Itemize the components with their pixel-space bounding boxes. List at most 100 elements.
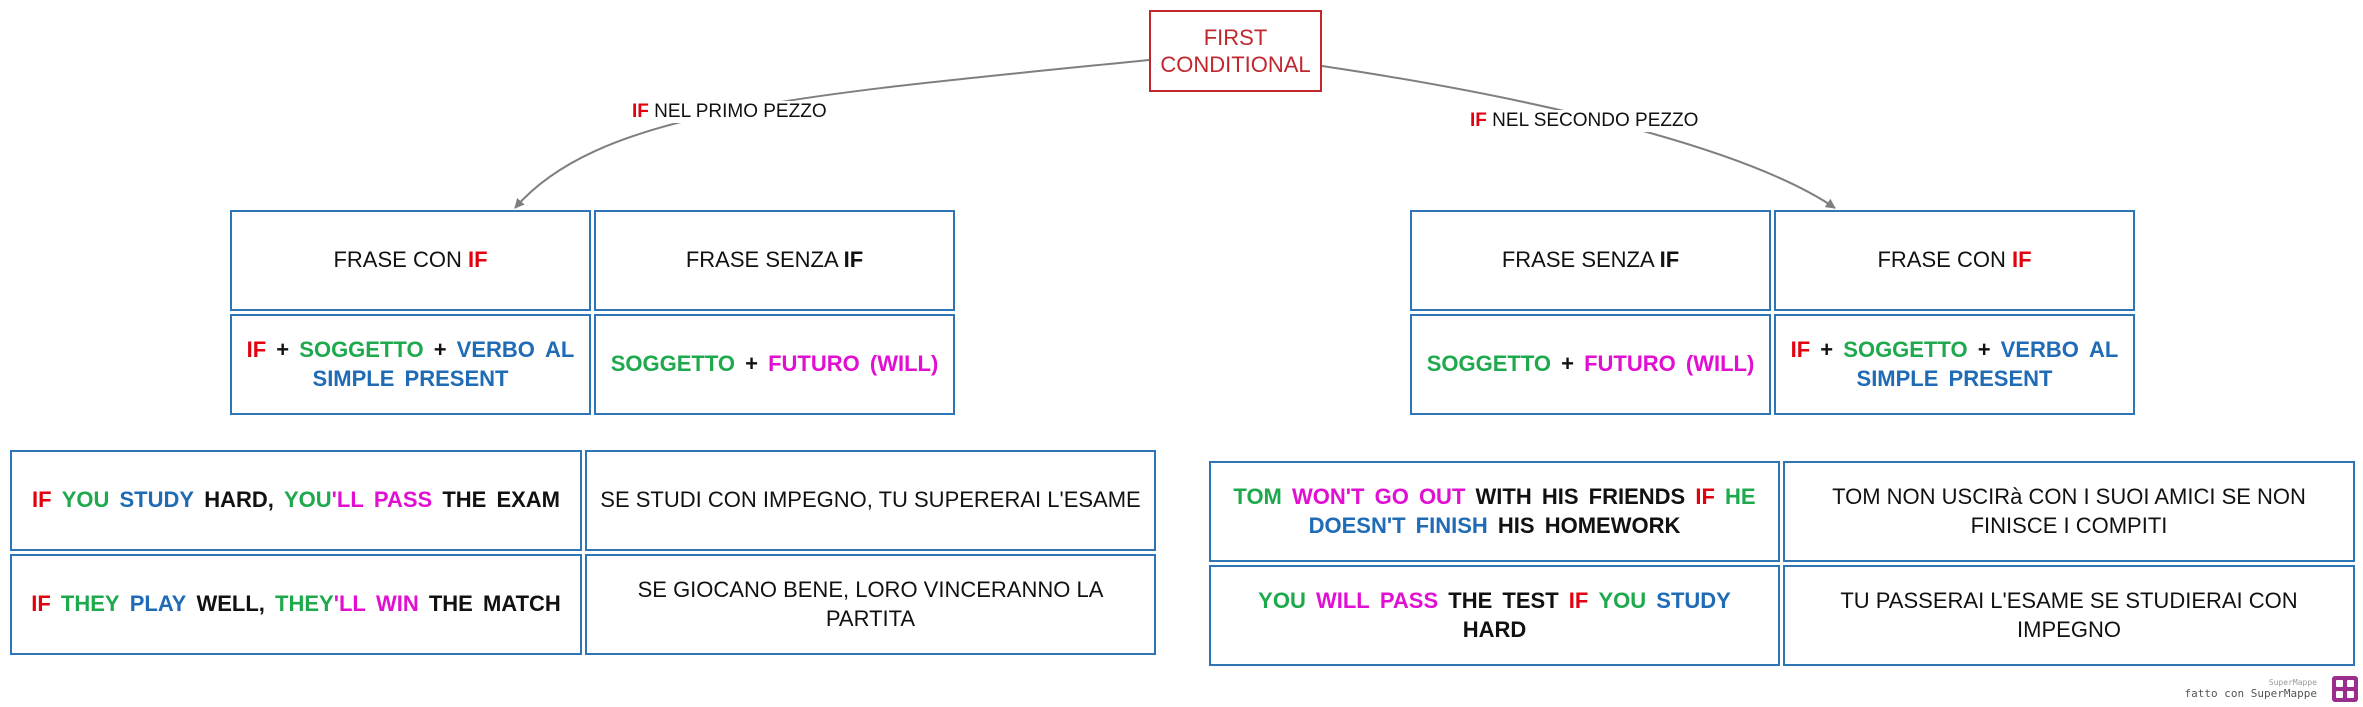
word: STUDY: [119, 487, 195, 513]
left-rule-main-clause: SOGGETTO + FUTURO (WILL): [594, 314, 955, 415]
left-branch-label: IF NEL PRIMO PEZZO: [628, 101, 831, 123]
word-part: 'LL: [331, 487, 364, 513]
header-if: IF: [467, 247, 488, 273]
word: FUTURO: [768, 351, 860, 377]
word: IF: [246, 337, 267, 363]
word: THEY'LL: [275, 590, 366, 618]
right-branch-text: NEL SECONDO PEZZO: [1486, 110, 1699, 131]
word-part: 'LL: [333, 591, 366, 617]
word: TOM: [1233, 484, 1282, 510]
word: IF: [31, 591, 51, 617]
word: FUTURO: [1584, 351, 1676, 377]
word: MATCH: [482, 591, 561, 617]
word: THE: [442, 487, 487, 513]
right-example-1-translation: TOM NON USCIRà CON I SUOI AMICI SE NON F…: [1783, 461, 2355, 562]
header-label: FRASE SENZA: [1501, 247, 1660, 273]
word: +: [1820, 337, 1834, 363]
word: HOMEWORK: [1544, 512, 1681, 538]
word: HARD: [1462, 616, 1527, 642]
word: THEY: [60, 591, 120, 617]
right-branch-label: IF NEL SECONDO PEZZO: [1466, 110, 1703, 132]
left-example-2-sentence: IF THEY PLAY WELL, THEY'LL WIN THE MATCH: [10, 554, 582, 655]
header-label: FRASE CON: [1877, 247, 2012, 273]
right-branch-connector: [1321, 65, 1836, 209]
header-if: IF: [2011, 247, 2032, 273]
root-node: FIRST CONDITIONAL: [1149, 10, 1322, 92]
left-header-frase-con-if: FRASE CON IF: [230, 210, 591, 311]
right-example-2-sentence: YOU WILL PASS THE TEST IF YOU STUDY HARD: [1209, 565, 1780, 666]
left-rule-if-clause: IF + SOGGETTO + VERBO AL SIMPLE PRESENT: [230, 314, 591, 415]
right-rule-if-clause: IF + SOGGETTO + VERBO AL SIMPLE PRESENT: [1774, 314, 2135, 415]
word: EXAM: [496, 487, 560, 513]
word: YOU: [61, 487, 110, 513]
right-example-1-sentence: TOM WON'T GO OUT WITH HIS FRIENDS IF HE …: [1209, 461, 1780, 562]
root-title-line2: CONDITIONAL: [1160, 52, 1311, 77]
right-branch-if: IF: [1470, 110, 1487, 131]
word: AL: [2089, 337, 2119, 363]
word: IF: [1695, 484, 1715, 510]
word: +: [745, 351, 758, 377]
word: TEST: [1502, 588, 1559, 614]
word: THE: [1448, 588, 1493, 614]
right-example-2-translation: TU PASSERAI L'ESAME SE STUDIERAI CON IMP…: [1783, 565, 2355, 666]
left-example-1-translation: SE STUDI CON IMPEGNO, TU SUPERERAI L'ESA…: [585, 450, 1156, 551]
word: SOGGETTO: [1426, 351, 1551, 377]
word: OUT: [1418, 484, 1466, 510]
translation-text: TOM NON USCIRà CON I SUOI AMICI SE NON F…: [1832, 484, 2306, 538]
word: PASS: [1379, 588, 1439, 614]
word-part: THEY: [275, 591, 334, 617]
word: WELL,: [196, 591, 265, 617]
root-title-line1: FIRST: [1203, 24, 1268, 50]
translation-text: TU PASSERAI L'ESAME SE STUDIERAI CON IMP…: [1840, 588, 2298, 642]
word: WILL: [1315, 588, 1370, 614]
header-label: FRASE SENZA: [685, 247, 844, 273]
left-branch-if: IF: [632, 101, 649, 122]
supermappe-logo-icon: [2332, 676, 2358, 702]
word: FRIENDS: [1588, 484, 1686, 510]
word: HIS: [1497, 512, 1535, 538]
left-branch-text: NEL PRIMO PEZZO: [648, 101, 827, 122]
word: HE: [1725, 484, 1756, 510]
word: +: [433, 337, 447, 363]
word: THE: [428, 591, 473, 617]
word: YOU: [1258, 588, 1306, 614]
left-header-frase-senza-if: FRASE SENZA IF: [594, 210, 955, 311]
footer-text: fatto con SuperMappe: [2184, 686, 2317, 700]
word: IF: [32, 487, 52, 513]
word: (WILL): [1685, 351, 1755, 377]
word: IF: [1568, 588, 1589, 614]
word: SIMPLE: [1856, 365, 1939, 391]
word: AL: [545, 337, 575, 363]
translation-text: SE STUDI CON IMPEGNO, TU SUPERERAI L'ESA…: [600, 487, 1141, 513]
word: SOGGETTO: [299, 337, 424, 363]
footer-credit: SuperMappe fatto con SuperMappe: [2184, 678, 2317, 700]
word: PRESENT: [404, 365, 509, 391]
word: +: [1561, 351, 1574, 377]
header-label: FRASE CON: [333, 247, 468, 273]
word: PLAY: [129, 591, 187, 617]
footer-brand: SuperMappe: [2268, 678, 2317, 688]
left-example-2-translation: SE GIOCANO BENE, LORO VINCERANNO LA PART…: [585, 554, 1156, 655]
word: (WILL): [869, 351, 939, 377]
word: HIS: [1541, 484, 1579, 510]
word: SOGGETTO: [610, 351, 735, 377]
word: +: [1977, 337, 1991, 363]
word: VERBO: [456, 337, 535, 363]
word: WON'T: [1292, 484, 1365, 510]
word: HARD,: [204, 487, 274, 513]
word: YOU'LL: [284, 486, 364, 514]
word: +: [276, 337, 290, 363]
word: GO: [1374, 484, 1409, 510]
word: VERBO: [2000, 337, 2079, 363]
translation-text: SE GIOCANO BENE, LORO VINCERANNO LA PART…: [637, 577, 1104, 631]
header-if: IF: [843, 247, 864, 273]
right-rule-main-clause: SOGGETTO + FUTURO (WILL): [1410, 314, 1771, 415]
left-example-1-sentence: IF YOU STUDY HARD, YOU'LL PASS THE EXAM: [10, 450, 582, 551]
word-part: YOU: [283, 487, 332, 513]
word: WITH: [1475, 484, 1532, 510]
word: STUDY: [1656, 588, 1731, 614]
word: FINISH: [1415, 512, 1488, 538]
word: PASS: [373, 487, 433, 513]
word: WIN: [375, 591, 419, 617]
word: PRESENT: [1948, 365, 2053, 391]
